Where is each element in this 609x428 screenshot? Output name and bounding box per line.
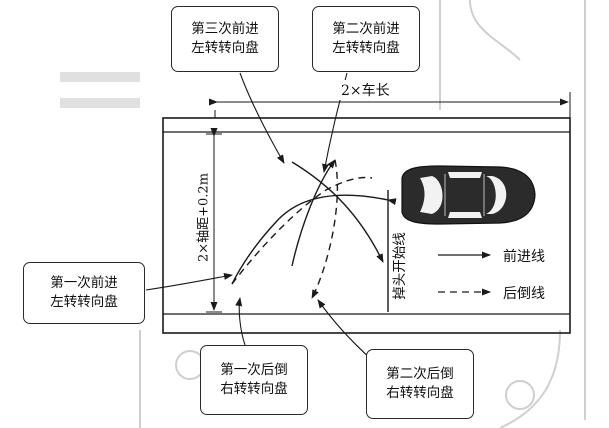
length-dimension-label: 2×车长 xyxy=(338,80,393,100)
callout-first-reverse-line1: 第一次后倒 xyxy=(220,362,288,378)
reverse-trajectories xyxy=(231,159,373,299)
callout-first-reverse: 第一次后倒 右转转向盘 xyxy=(200,345,308,415)
background-artifacts xyxy=(60,0,586,428)
leader-lines xyxy=(145,72,373,361)
length-dimension xyxy=(209,92,571,118)
callout-third-forward-line2: 左转转向盘 xyxy=(191,40,259,56)
callout-second-forward-line2: 左转转向盘 xyxy=(332,40,400,56)
callout-second-reverse: 第二次后倒 右转转向盘 xyxy=(366,349,474,419)
forward-trajectories xyxy=(231,159,397,285)
width-dimension-label: 2×轴距+0.2m xyxy=(196,172,212,263)
road-outer xyxy=(162,117,571,334)
callout-second-forward: 第二次前进 左转转向盘 xyxy=(312,6,420,72)
road xyxy=(162,117,571,334)
start-line-label: 掉头开始线 xyxy=(392,232,408,300)
legend-reverse-label: 后倒线 xyxy=(503,286,545,302)
callout-second-reverse-line1: 第二次后倒 xyxy=(386,366,454,382)
legend-marks xyxy=(438,251,491,296)
callout-first-forward-line1: 第一次前进 xyxy=(50,275,118,291)
width-dimension xyxy=(206,128,222,313)
callout-first-forward-line2: 左转转向盘 xyxy=(50,294,118,310)
callout-first-reverse-line2: 右转转向盘 xyxy=(220,381,288,397)
car-icon xyxy=(401,165,536,225)
callout-first-forward: 第一次前进 左转转向盘 xyxy=(23,262,145,324)
callout-third-forward: 第三次前进 左转转向盘 xyxy=(171,6,279,72)
callout-second-reverse-line2: 右转转向盘 xyxy=(386,385,454,401)
legend-forward-label: 前进线 xyxy=(503,249,545,265)
callout-second-forward-line1: 第二次前进 xyxy=(332,21,400,37)
callout-third-forward-line1: 第三次前进 xyxy=(191,21,259,37)
